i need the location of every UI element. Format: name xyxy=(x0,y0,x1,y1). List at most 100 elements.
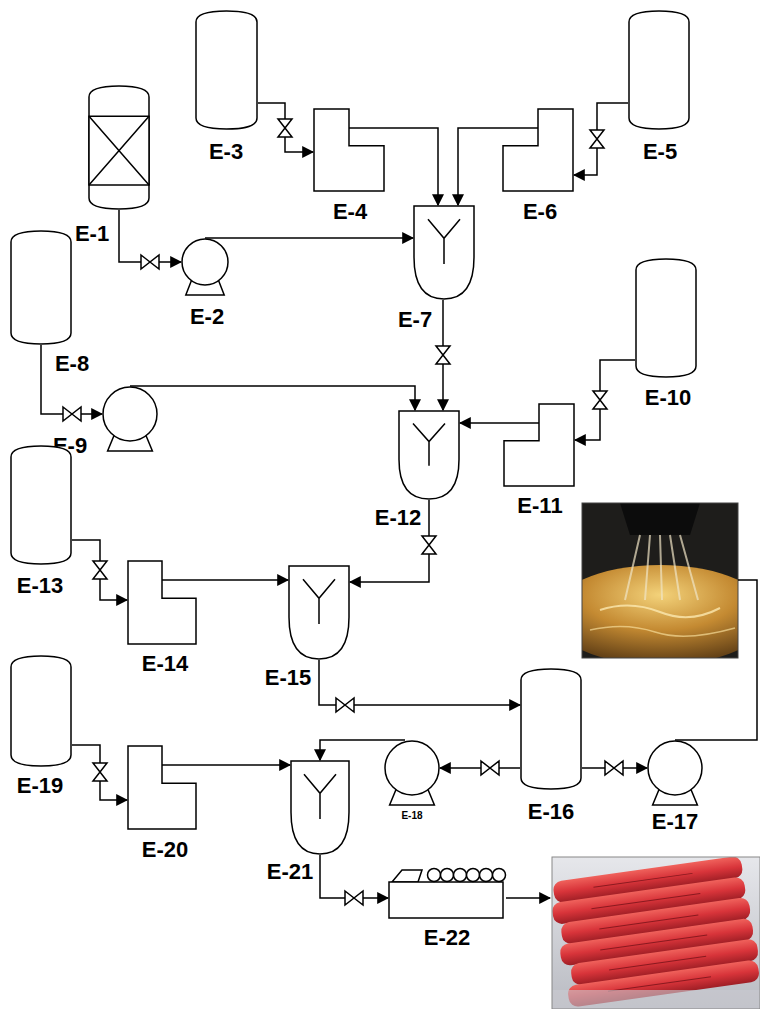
storage-tank: E-19 xyxy=(10,655,72,767)
feeder-outline xyxy=(503,403,575,487)
storage-tank-outline xyxy=(635,258,697,378)
mixing-tank: E-15 xyxy=(288,565,350,660)
feeder-outline xyxy=(502,108,574,192)
pump-outline xyxy=(384,740,440,806)
pipe-line xyxy=(72,745,127,800)
equipment-tag: E-1 xyxy=(75,222,109,246)
equipment-tag: E-4 xyxy=(333,200,367,224)
equipment-tag: E-2 xyxy=(190,305,224,329)
pipe-line xyxy=(197,764,290,766)
pipe-line xyxy=(205,237,413,239)
valve-group xyxy=(63,119,623,905)
product-line xyxy=(506,897,550,899)
storage-tank: E-3 xyxy=(195,10,258,130)
photo-frame xyxy=(552,857,760,1009)
feeder-outline xyxy=(127,745,197,830)
pump: E-2 xyxy=(181,238,229,296)
storage-tank: E-10 xyxy=(635,258,697,378)
feeder: E-6 xyxy=(502,108,574,192)
mixing-tank-outline xyxy=(398,410,460,500)
storage-tank: E-5 xyxy=(628,10,690,130)
mixing-tank-outline xyxy=(413,205,475,300)
pipe-line xyxy=(458,128,502,205)
equipment-tag: E-19 xyxy=(17,774,63,798)
equipment-tag: E-21 xyxy=(267,860,313,884)
feeder-outline xyxy=(127,560,197,645)
equipment-tag: E-15 xyxy=(265,666,311,690)
equipment-tag: E-11 xyxy=(517,494,562,518)
valve-symbol xyxy=(336,698,354,712)
feeder: E-11 xyxy=(503,403,575,487)
valve-symbol xyxy=(93,561,107,579)
reactor-vessel-outline xyxy=(88,85,150,210)
pump-outline xyxy=(102,386,158,452)
feeder: E-14 xyxy=(127,560,197,645)
storage-tank-outline xyxy=(628,10,690,130)
photo-frame xyxy=(582,503,738,658)
pipe-line xyxy=(319,660,520,705)
valve-symbol xyxy=(141,255,159,269)
valve-symbol xyxy=(605,761,623,775)
valve-symbol xyxy=(436,346,450,364)
mixing-tank: E-7 xyxy=(413,205,475,300)
mixing-tank: E-21 xyxy=(290,760,350,855)
equipment-tag: E-10 xyxy=(645,386,691,410)
pipe-line xyxy=(460,422,503,424)
equipment-tag: E-22 xyxy=(424,926,470,950)
mixing-tank: E-12 xyxy=(398,410,460,500)
storage-tank-outline xyxy=(195,10,258,130)
pipe-line xyxy=(574,103,628,175)
storage-tank: E-13 xyxy=(10,445,72,565)
pipe-line xyxy=(385,128,438,205)
pump: E-18 xyxy=(384,740,440,806)
equipment-tag: E-14 xyxy=(142,652,188,676)
reactor-vessel: E-1 xyxy=(88,85,150,210)
feeder-outline xyxy=(313,108,385,192)
valve-symbol xyxy=(593,391,607,409)
pipe-line xyxy=(440,767,520,769)
equipment-tag: E-16 xyxy=(528,800,574,824)
pump-outline xyxy=(181,238,229,296)
storage-tank-outline xyxy=(10,445,72,565)
equipment-tag: E-20 xyxy=(142,838,188,862)
storage-tank-outline xyxy=(10,230,72,345)
mixing-tank-outline xyxy=(288,565,350,660)
pipe-line xyxy=(197,579,288,581)
equipment-tag: E-6 xyxy=(523,200,557,224)
mixing-tank-outline xyxy=(290,760,350,855)
pipe-line xyxy=(350,500,429,582)
product-photo xyxy=(552,857,760,1009)
product-line xyxy=(675,580,757,740)
pump: E-9 xyxy=(102,386,158,452)
feeder: E-4 xyxy=(313,108,385,192)
extruder-outline xyxy=(388,868,506,920)
pipe-line xyxy=(320,855,388,898)
equipment-tag: E-8 xyxy=(55,352,89,376)
pipe-line xyxy=(575,360,635,440)
storage-tank: E-8 xyxy=(10,230,72,345)
equipment-tag: E-18 xyxy=(401,810,422,821)
equipment-tag: E-5 xyxy=(643,140,677,164)
pipe-line xyxy=(41,345,102,414)
pipe-line xyxy=(119,210,181,262)
valve-symbol xyxy=(278,119,292,137)
valve-symbol xyxy=(63,407,81,421)
equipment-tag: E-7 xyxy=(398,308,432,332)
valve-symbol xyxy=(481,761,499,775)
pipe-line xyxy=(258,103,313,152)
valve-symbol xyxy=(93,763,107,781)
pump: E-17 xyxy=(647,740,703,806)
storage-tank-outline xyxy=(520,668,582,790)
equipment-tag: E-17 xyxy=(652,810,698,834)
storage-tank: E-16 xyxy=(520,668,582,790)
pipe-line xyxy=(130,386,415,410)
valve-symbol xyxy=(590,130,604,148)
valve-symbol xyxy=(345,891,363,905)
equipment-tag: E-3 xyxy=(209,140,243,164)
pipe-line xyxy=(72,540,127,600)
feeder: E-20 xyxy=(127,745,197,830)
storage-tank-outline xyxy=(10,655,72,767)
valve-symbol xyxy=(422,536,436,554)
equipment-tag: E-12 xyxy=(375,506,421,530)
